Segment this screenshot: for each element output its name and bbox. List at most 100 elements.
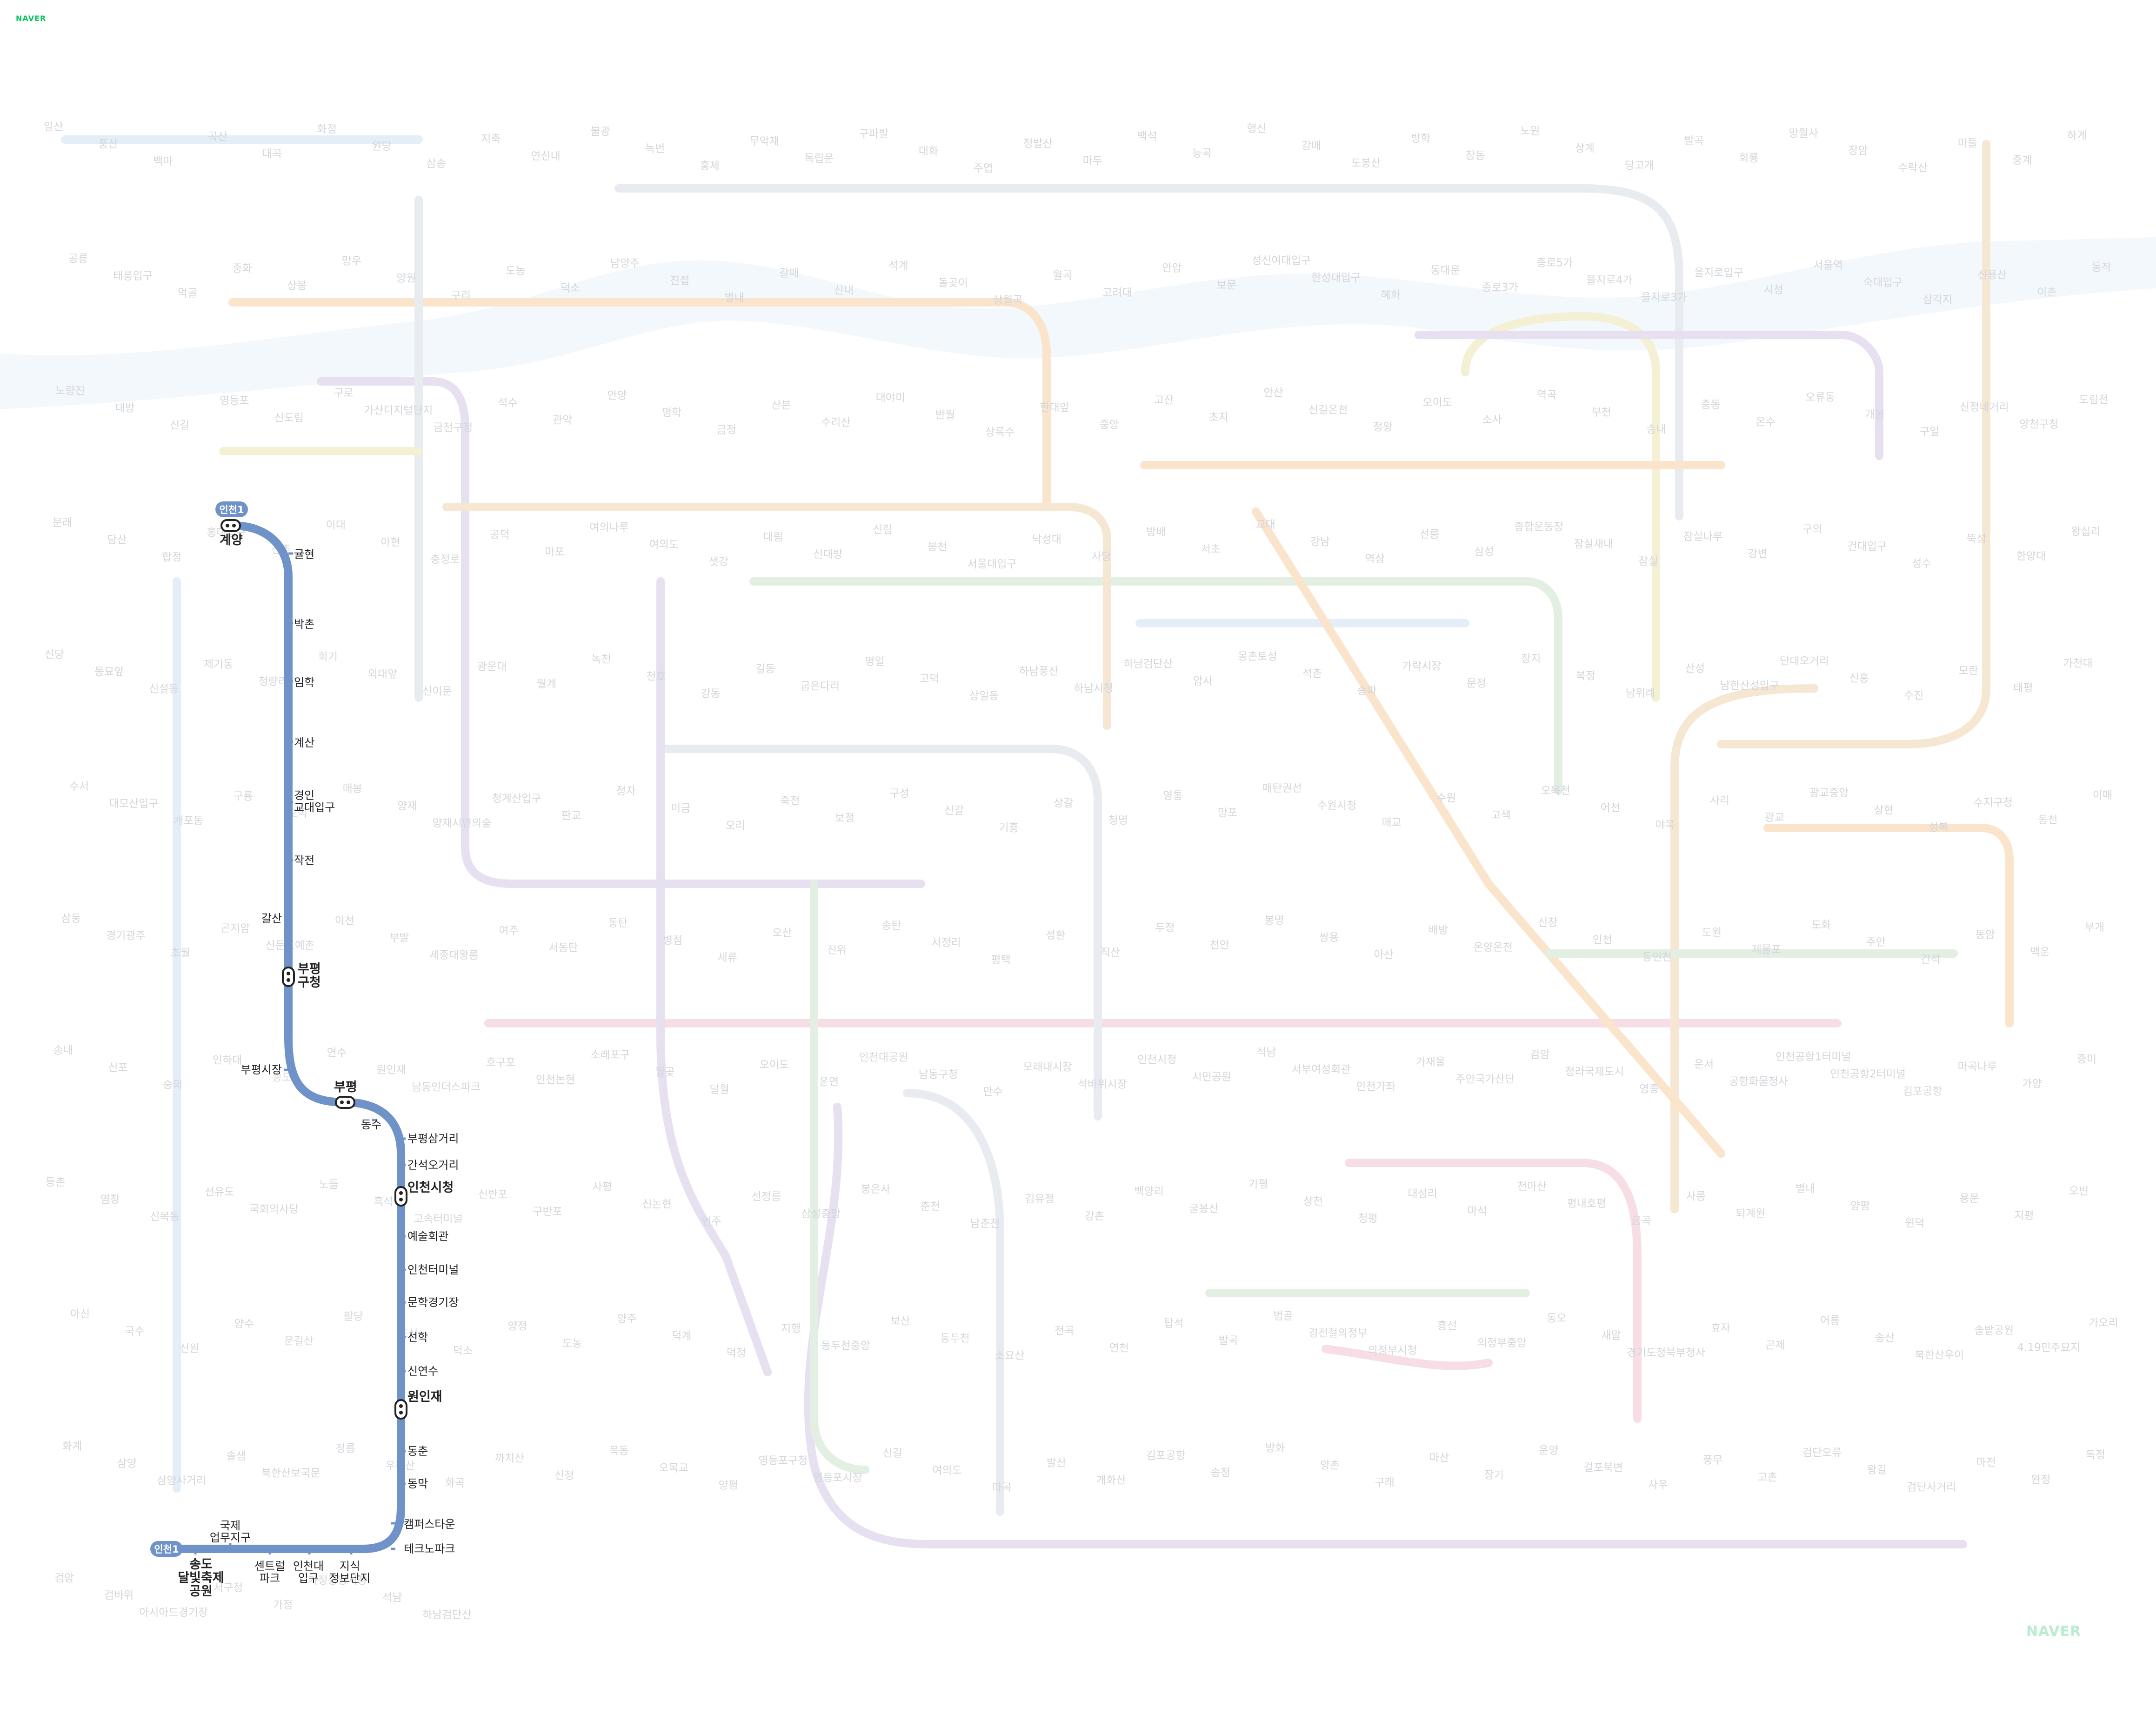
background-station-label: 하계	[2067, 130, 2087, 142]
background-station-label: 직산	[1101, 947, 1120, 959]
background-station-label: 가산디지털단지	[364, 404, 433, 416]
background-station-label: 평내호평	[1567, 1198, 1607, 1210]
station-6[interactable]: 작전	[288, 854, 314, 867]
background-station-label: 안산	[1263, 387, 1283, 399]
background-station-label: 남한산성입구	[1720, 680, 1779, 692]
background-station-label: 삼송	[427, 158, 446, 170]
background-station-label: 봉명	[1264, 914, 1284, 927]
svg-text:인천1: 인천1	[219, 504, 244, 515]
station-0[interactable]: 계양	[220, 519, 243, 547]
background-line-24	[1763, 824, 2014, 1027]
background-station-label: 퇴계원	[1736, 1207, 1765, 1220]
station-21[interactable]: 동춘	[401, 1445, 428, 1458]
station-7[interactable]: 갈산	[261, 912, 288, 925]
station-11[interactable]: 동수	[361, 1118, 381, 1131]
station-4[interactable]: 계산	[288, 736, 314, 749]
background-station-label: 주안국가산단	[1455, 1073, 1515, 1085]
station-13[interactable]: 간석오거리	[401, 1159, 459, 1172]
background-station-label: 도농	[506, 265, 525, 277]
background-station-label: 독정	[2086, 1449, 2105, 1461]
background-station-label: 망포	[1218, 807, 1237, 819]
station-2[interactable]: 박촌	[288, 618, 314, 631]
background-station-label: 원당	[372, 140, 391, 153]
station-9[interactable]: 부평시장	[241, 1063, 288, 1076]
background-station-label: 가재울	[1415, 1056, 1445, 1068]
station-24[interactable]: 테크노파크	[391, 1542, 455, 1555]
background-station-label: 녹천	[592, 654, 611, 666]
background-station-label: 녹번	[645, 143, 665, 155]
background-station-label: 청계산입구	[492, 793, 541, 805]
background-station-label: 성환	[1046, 929, 1065, 941]
background-station-label: 발곡	[1684, 135, 1704, 147]
background-station-label: 신창	[1538, 917, 1557, 929]
background-line-11	[810, 880, 869, 1474]
station-3[interactable]: 임학	[288, 676, 314, 689]
background-station-label: 의정부시청	[1368, 1345, 1417, 1357]
station-label: 박촌	[294, 618, 314, 631]
background-station-label: 양평	[1850, 1200, 1870, 1212]
station-10[interactable]: 부평	[334, 1080, 357, 1109]
station-14[interactable]: 인천시청	[394, 1180, 454, 1207]
background-station-label: 가정	[273, 1599, 293, 1611]
background-station-label: 정릉	[336, 1442, 355, 1454]
background-station-label: 이천	[335, 915, 354, 927]
background-station-label: 모란	[1959, 665, 1978, 677]
background-station-label: 한성대입구	[1311, 272, 1361, 284]
station-label: 부평삼거리	[407, 1132, 459, 1145]
background-station-label: 춘천	[921, 1200, 940, 1213]
background-station-label: 전곡	[1055, 1325, 1074, 1337]
background-station-label: 신도림	[274, 412, 304, 424]
station-12[interactable]: 부평삼거리	[401, 1132, 459, 1145]
background-station-label: 석남	[382, 1592, 402, 1604]
station-20[interactable]: 원인재	[394, 1390, 442, 1420]
background-station-label: 구파발	[859, 128, 888, 140]
background-station-label: 선정릉	[752, 1191, 781, 1203]
station-17[interactable]: 문학경기장	[401, 1296, 459, 1309]
station-22[interactable]: 동막	[401, 1477, 428, 1490]
background-station-label: 의정부중앙	[1477, 1337, 1527, 1349]
station-1[interactable]: 귤현	[288, 548, 314, 561]
background-station-label: 동암	[1976, 929, 1995, 941]
background-station-label: 상계	[1575, 142, 1595, 154]
han-river	[0, 237, 2156, 409]
background-station-label: 안양	[607, 389, 627, 401]
background-station-label: 보문	[1217, 280, 1236, 292]
background-station-label: 구일	[1920, 426, 1939, 438]
background-station-label: 강동	[701, 688, 721, 700]
background-station-label: 왕십리	[2071, 526, 2100, 538]
background-line-9	[804, 1103, 1967, 1548]
background-station-label: 백마	[153, 155, 173, 167]
background-station-label: 개화산	[1096, 1474, 1126, 1486]
background-station-label: 양정	[507, 1321, 527, 1333]
background-station-label: 진접	[670, 275, 689, 287]
background-station-label: 망월사	[1789, 127, 1818, 140]
background-station-label: 도원	[1702, 927, 1722, 939]
background-station-label: 양주	[617, 1313, 637, 1325]
station-19[interactable]: 신연수	[401, 1365, 438, 1378]
background-station-label: 오류동	[1805, 391, 1835, 403]
background-station-label: 을지로입구	[1694, 267, 1743, 279]
background-station-label: 관악	[553, 414, 572, 426]
background-station-label: 화정	[317, 123, 337, 135]
background-station-label: 망우	[342, 255, 361, 267]
station-23[interactable]: 캠퍼스타운	[391, 1518, 455, 1531]
background-station-label: 삼동	[61, 913, 81, 925]
background-station-label: 곤지암	[220, 922, 250, 934]
station-15[interactable]: 예술회관	[401, 1230, 448, 1243]
background-station-label: 매탄권선	[1262, 782, 1302, 794]
background-station-label: 상봉	[287, 280, 307, 292]
background-station-label: 양재시민의숲	[432, 817, 491, 829]
background-station-label: 화곡	[445, 1477, 465, 1489]
background-station-label: 샛강	[709, 556, 728, 568]
background-station-label: 연천	[1109, 1342, 1129, 1354]
background-station-label: 석촌	[1302, 668, 1322, 680]
station-16[interactable]: 인천터미널	[401, 1263, 459, 1276]
station-18[interactable]: 선학	[401, 1331, 428, 1344]
